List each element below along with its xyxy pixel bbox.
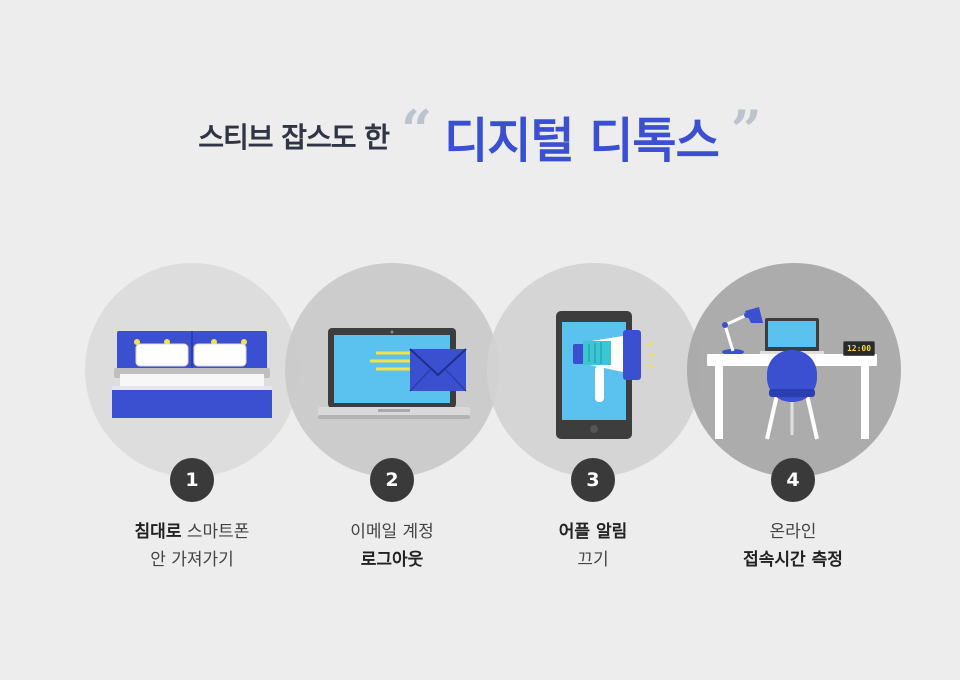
step-3-line2: 끄기 xyxy=(577,550,609,570)
clock-time: 12:00 xyxy=(846,344,872,353)
step-4-badge: 4 xyxy=(771,458,815,502)
step-2-badge: 2 xyxy=(370,458,414,502)
step-1-line1: 침대로 스마트폰 xyxy=(92,518,292,546)
step-3-badge: 3 xyxy=(571,458,615,502)
step-3-caption: 어플 알림 끄기 xyxy=(493,518,693,574)
title-main: 디지털 디톡스 xyxy=(444,113,720,169)
desk-clock-icon xyxy=(707,307,877,440)
step-1-rest: 스마트폰 xyxy=(181,522,250,542)
step-1-bold: 침대로 xyxy=(134,522,182,542)
step-3-bold: 어플 알림 xyxy=(558,522,628,542)
title-lead: 스티브 잡스도 한 xyxy=(198,121,390,154)
step-2-bold: 로그아웃 xyxy=(360,550,424,570)
step-4-line1: 온라인 xyxy=(769,522,817,542)
step-1-badge: 1 xyxy=(170,458,214,502)
step-2-caption: 이메일 계정 로그아웃 xyxy=(292,518,492,574)
page-title: 스티브 잡스도 한 “ 디지털 디톡스 ” xyxy=(0,96,960,176)
bed-icon xyxy=(112,331,272,418)
step-3-line1: 어플 알림 xyxy=(493,518,693,546)
phone-megaphone-icon xyxy=(556,311,656,439)
laptop-email-icon xyxy=(318,328,470,419)
step-4-bold: 접속시간 측정 xyxy=(743,550,843,570)
step-1-caption: 침대로 스마트폰 안 가져가기 xyxy=(92,518,292,574)
step-2-line1: 이메일 계정 xyxy=(350,522,434,542)
open-quote: “ xyxy=(401,98,433,162)
digital-clock: 12:00 xyxy=(843,341,875,356)
step-4-caption: 온라인 접속시간 측정 xyxy=(693,518,893,574)
step-2-line2: 로그아웃 xyxy=(292,546,492,574)
step-1-line2: 안 가져가기 xyxy=(150,550,234,570)
step-4-line2: 접속시간 측정 xyxy=(693,546,893,574)
close-quote: ” xyxy=(730,98,762,162)
